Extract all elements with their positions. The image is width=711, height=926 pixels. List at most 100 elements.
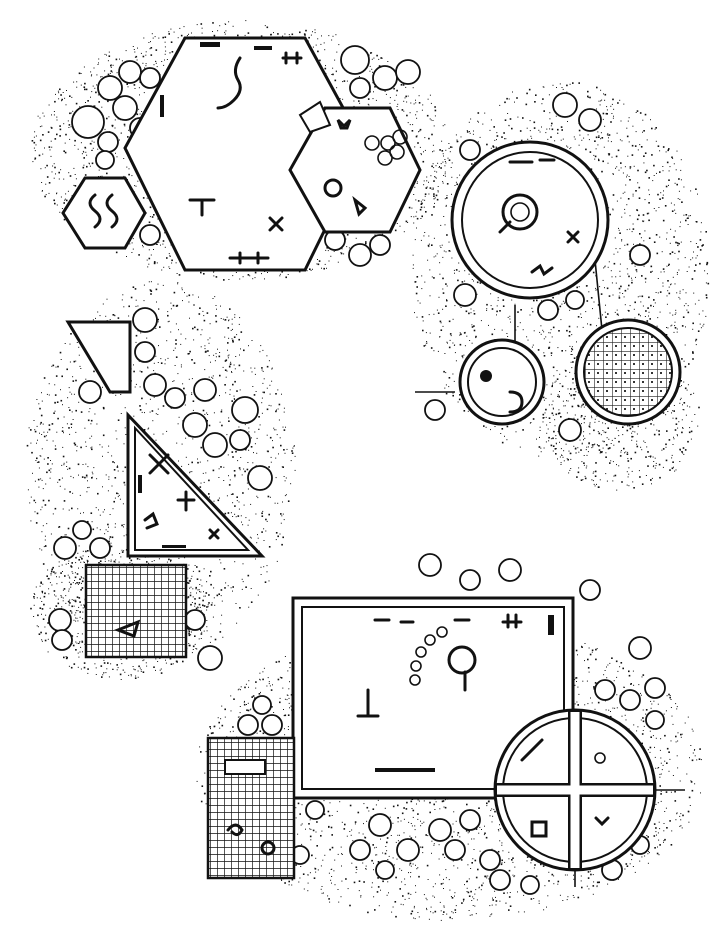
stipple-dot — [188, 301, 190, 303]
stipple-dot — [423, 151, 424, 153]
stipple-dot — [540, 447, 542, 449]
stipple-dot — [542, 396, 545, 399]
stipple-dot — [164, 359, 166, 361]
stipple-dot — [33, 420, 35, 421]
stipple-dot — [549, 112, 551, 114]
stipple-dot — [104, 128, 106, 130]
stipple-dot — [250, 601, 253, 603]
stipple-dot — [592, 446, 594, 448]
stipple-dot — [631, 262, 633, 265]
stipple-dot — [234, 368, 236, 370]
stipple-dot — [576, 341, 577, 343]
stipple-dot — [204, 413, 206, 415]
stipple-dot — [181, 289, 183, 291]
stipple-dot — [161, 269, 163, 271]
stipple-dot — [231, 323, 233, 325]
stipple-dot — [473, 310, 475, 312]
stipple-dot — [466, 131, 469, 133]
stipple-dot — [654, 302, 656, 304]
stipple-dot — [658, 207, 660, 208]
stipple-dot — [89, 165, 91, 167]
stipple-dot — [289, 35, 291, 37]
stipple-dot — [562, 138, 564, 140]
stipple-dot — [281, 466, 283, 468]
stipple-dot — [358, 76, 360, 77]
stipple-dot — [663, 190, 664, 192]
stipple-dot — [239, 354, 240, 356]
stipple-dot — [97, 94, 99, 96]
stipple-dot — [35, 144, 37, 146]
stipple-dot — [124, 407, 126, 409]
stipple-dot — [115, 251, 118, 254]
stipple-dot — [430, 175, 432, 177]
stipple-dot — [153, 362, 155, 364]
stipple-dot — [659, 171, 661, 173]
stipple-dot — [486, 303, 488, 306]
stipple-dot — [640, 237, 642, 239]
stipple-dot — [368, 104, 370, 106]
stipple-dot — [666, 327, 667, 328]
stipple-dot — [232, 25, 234, 27]
stipple-dot — [403, 110, 405, 112]
stipple-dot — [559, 391, 560, 392]
stipple-dot — [473, 130, 474, 132]
stipple-dot — [169, 52, 171, 54]
stipple-dot — [698, 313, 700, 315]
stipple-dot — [618, 229, 620, 231]
stipple-dot — [583, 439, 584, 441]
stipple-dot — [462, 357, 464, 359]
stipple-dot — [514, 303, 516, 305]
stipple-dot — [432, 144, 434, 146]
stipple-dot — [270, 33, 272, 36]
stipple-dot — [597, 178, 599, 180]
stipple-dot — [84, 174, 87, 176]
stipple-dot — [460, 307, 462, 308]
stipple-dot — [442, 325, 444, 327]
stipple-dot — [200, 629, 201, 631]
stipple-dot — [374, 234, 376, 236]
stipple-dot — [171, 51, 174, 53]
stipple-dot — [467, 410, 469, 412]
stipple-dot — [419, 302, 421, 304]
stipple-dot — [512, 91, 513, 93]
stipple-dot — [416, 181, 418, 183]
stipple-dot — [115, 58, 118, 61]
stipple-dot — [442, 153, 444, 155]
stipple-dot — [601, 170, 603, 173]
stipple-dot — [188, 634, 191, 637]
stipple-dot — [261, 412, 263, 414]
stipple-dot — [598, 158, 600, 160]
stipple-dot — [140, 332, 142, 334]
stipple-dot — [644, 230, 646, 232]
stipple-dot — [476, 281, 479, 284]
stipple-dot — [667, 327, 669, 329]
stipple-dot — [74, 174, 76, 175]
stipple-dot — [37, 115, 39, 117]
stipple-dot — [123, 443, 125, 445]
stipple-dot — [160, 244, 161, 246]
stipple-dot — [643, 162, 645, 164]
stipple-dot — [135, 305, 137, 307]
stipple-dot — [616, 166, 618, 168]
stipple-dot — [84, 427, 86, 429]
stipple-dot — [229, 389, 231, 391]
stipple-dot — [456, 177, 458, 179]
stipple-dot — [353, 100, 355, 102]
stipple-dot — [618, 227, 619, 229]
stipple-dot — [564, 301, 566, 303]
stipple-dot — [593, 444, 595, 446]
stipple-dot — [506, 97, 508, 100]
stipple-dot — [49, 149, 51, 151]
stipple-dot — [106, 172, 108, 175]
stipple-dot — [666, 232, 668, 234]
stipple-dot — [513, 140, 516, 143]
stipple-dot — [417, 300, 419, 302]
stipple-dot — [705, 294, 708, 296]
stipple-dot — [434, 109, 437, 112]
stipple-dot — [459, 394, 461, 396]
stipple-dot — [150, 41, 151, 43]
stipple-dot — [517, 326, 519, 328]
stipple-dot — [264, 278, 265, 280]
stipple-dot — [135, 55, 138, 58]
stipple-dot — [31, 140, 34, 142]
